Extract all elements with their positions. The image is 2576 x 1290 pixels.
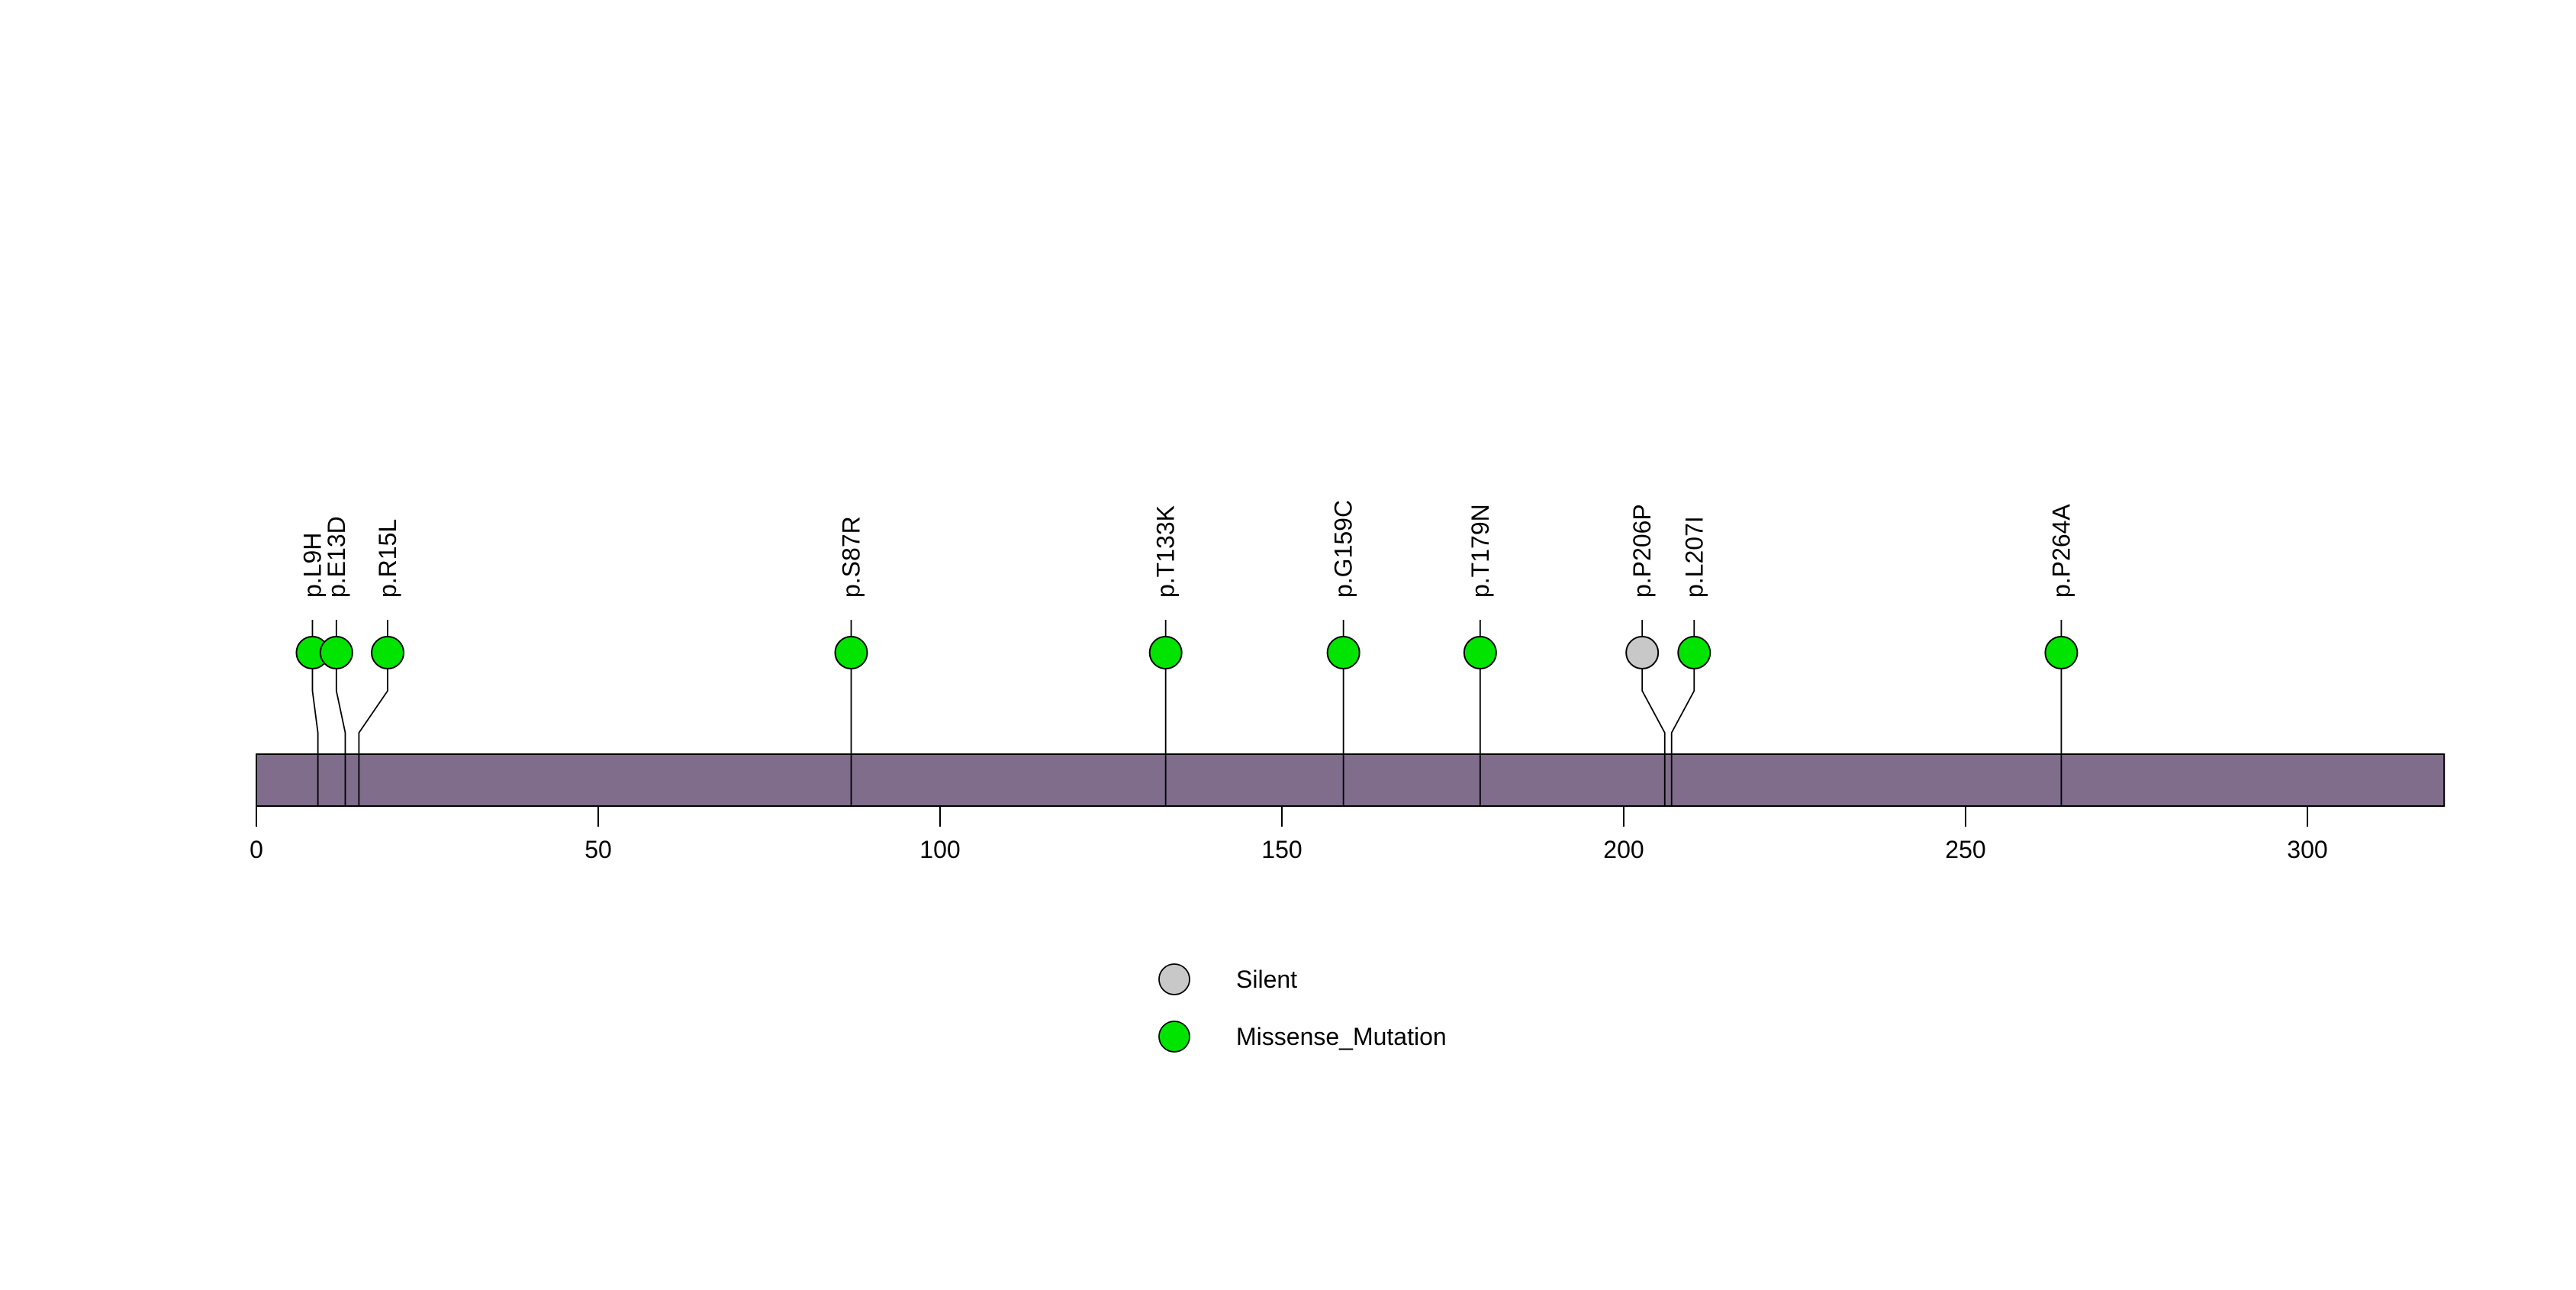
mutation-stem — [335, 653, 346, 806]
mutation-label: p.P264A — [2047, 504, 2075, 598]
legend-swatch-silent — [1158, 963, 1190, 995]
mutation-label: p.P206P — [1628, 504, 1656, 598]
legend-item-label: Silent — [1236, 966, 1297, 993]
mutation-circle-missense_mutation — [319, 636, 353, 669]
mutation-stem — [1670, 653, 1695, 806]
mutation-circle-missense_mutation — [371, 636, 405, 669]
legend-swatch-missense_mutation — [1158, 1021, 1190, 1053]
mutation-label: p.S87R — [838, 516, 865, 598]
protein-bar — [256, 753, 2446, 807]
mutation-circle-missense_mutation — [834, 636, 868, 669]
mutation-label: p.E13D — [323, 516, 350, 598]
mutation-circle-silent — [1625, 636, 1660, 669]
mutation-circle-missense_mutation — [1463, 636, 1497, 669]
mutation-label: p.T179N — [1467, 504, 1494, 598]
mutation-label: p.L9H — [298, 533, 326, 598]
mutation-circle-missense_mutation — [1326, 636, 1360, 669]
mutation-label: p.G159C — [1330, 500, 1357, 598]
mutation-stem — [311, 653, 319, 806]
axis-tick-label: 150 — [1261, 836, 1302, 863]
mutation-label: p.L207I — [1680, 516, 1708, 598]
mutation-circle-missense_mutation — [1677, 636, 1711, 669]
axis-tick-label: 50 — [584, 836, 612, 863]
axis-tick-label: 250 — [1945, 836, 1985, 863]
mutation-stem — [1641, 653, 1666, 806]
axis-tick-label: 200 — [1603, 836, 1644, 863]
mutation-stem — [358, 653, 388, 806]
axis-tick-label: 0 — [250, 836, 263, 863]
legend-item-label: Missense_Mutation — [1236, 1023, 1447, 1050]
axis-tick-label: 100 — [919, 836, 960, 863]
mutation-label: p.R15L — [374, 519, 401, 598]
axis-tick-label: 300 — [2287, 836, 2327, 863]
mutation-circle-missense_mutation — [2044, 636, 2079, 669]
mutation-label: p.T133K — [1152, 505, 1180, 598]
mutation-circle-missense_mutation — [1148, 636, 1183, 669]
